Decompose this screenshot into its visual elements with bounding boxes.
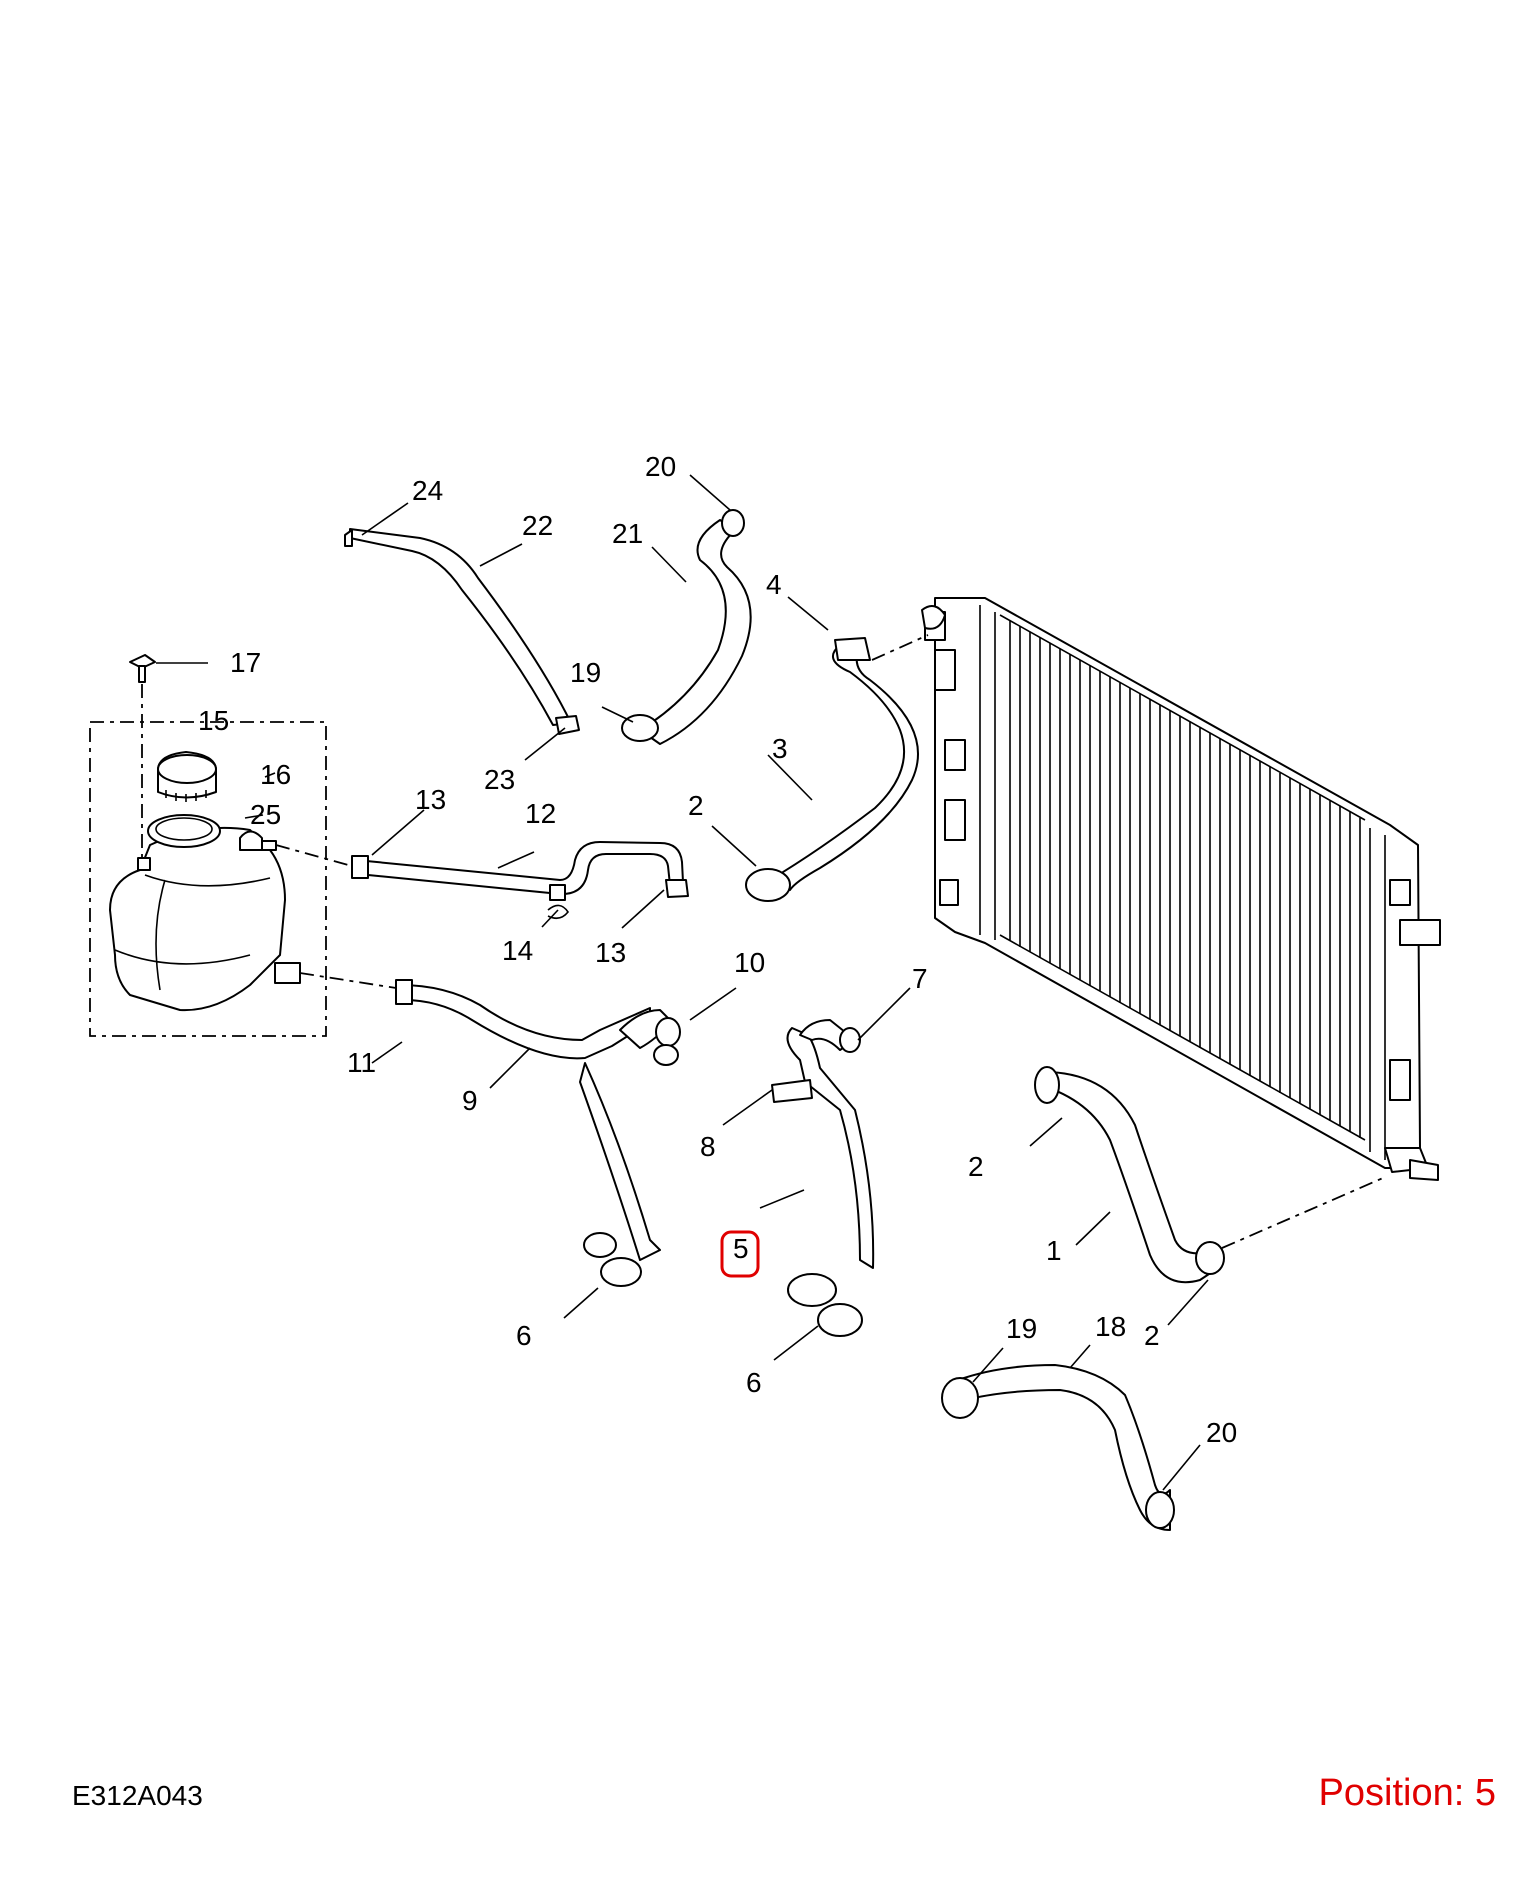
hose-12: [351, 841, 689, 920]
callout-22: 22: [522, 510, 553, 541]
hose-21: [621, 509, 752, 745]
callout-8: 8: [700, 1131, 716, 1162]
callout-20a: 20: [645, 451, 676, 482]
callout-10: 10: [734, 947, 765, 978]
callout-19b: 19: [1006, 1313, 1037, 1344]
expansion-tank: [89, 721, 327, 1037]
radiator: [921, 597, 1441, 1181]
callout-11: 11: [347, 1047, 376, 1078]
callout-23: 23: [484, 764, 515, 795]
callout-13a: 13: [415, 784, 446, 815]
diagram-reference-code: E312A043: [72, 1780, 203, 1811]
callout-6a: 6: [516, 1320, 532, 1351]
callout-19a: 19: [570, 657, 601, 688]
callout-15: 15: [198, 705, 229, 736]
callout-2b: 2: [968, 1151, 984, 1182]
callout-2a: 2: [688, 790, 704, 821]
callout-16: 16: [260, 759, 291, 790]
callout-7: 7: [912, 963, 928, 994]
tank-bolt: [129, 654, 156, 683]
callout-2c: 2: [1144, 1320, 1160, 1351]
callout-13b: 13: [595, 937, 626, 968]
callout-6b: 6: [746, 1367, 762, 1398]
callout-18: 18: [1095, 1311, 1126, 1342]
callout-1: 1: [1046, 1235, 1062, 1266]
hose-1: [1034, 1066, 1225, 1284]
callout-12: 12: [525, 798, 556, 829]
callout-4: 4: [766, 569, 782, 600]
hose-5: [771, 1019, 875, 1337]
connector-line-3-to-radiator: [871, 634, 929, 661]
connector-line-tank-to-12: [275, 844, 353, 867]
callout-25: 25: [250, 799, 281, 830]
radiator-core-fins: [999, 614, 1366, 1141]
callout-17: 17: [230, 647, 261, 678]
callout-24: 24: [412, 475, 443, 506]
callout-3: 3: [772, 733, 788, 764]
callout-9: 9: [462, 1085, 478, 1116]
connector-line-tank-to-9: [299, 972, 397, 989]
callout-5-highlight: [720, 1230, 760, 1278]
hose-18: [941, 1364, 1175, 1531]
callout-14: 14: [502, 935, 533, 966]
connector-line-1-to-radiator: [1221, 1177, 1384, 1249]
hose-9: [395, 979, 681, 1287]
hose-3: [745, 637, 919, 902]
callout-21: 21: [612, 518, 643, 549]
hose-22: [344, 528, 580, 735]
callout-5: 5: [733, 1233, 749, 1264]
expansion-tank-cap: [157, 751, 217, 802]
position-indicator: Position: 5: [1318, 1772, 1496, 1814]
leader-lines: [156, 474, 1209, 1491]
callout-labels: 17 15 16 25 24 22 23 20 21 19 4 3 2 13 1…: [198, 451, 1237, 1448]
callout-20b: 20: [1206, 1417, 1237, 1448]
